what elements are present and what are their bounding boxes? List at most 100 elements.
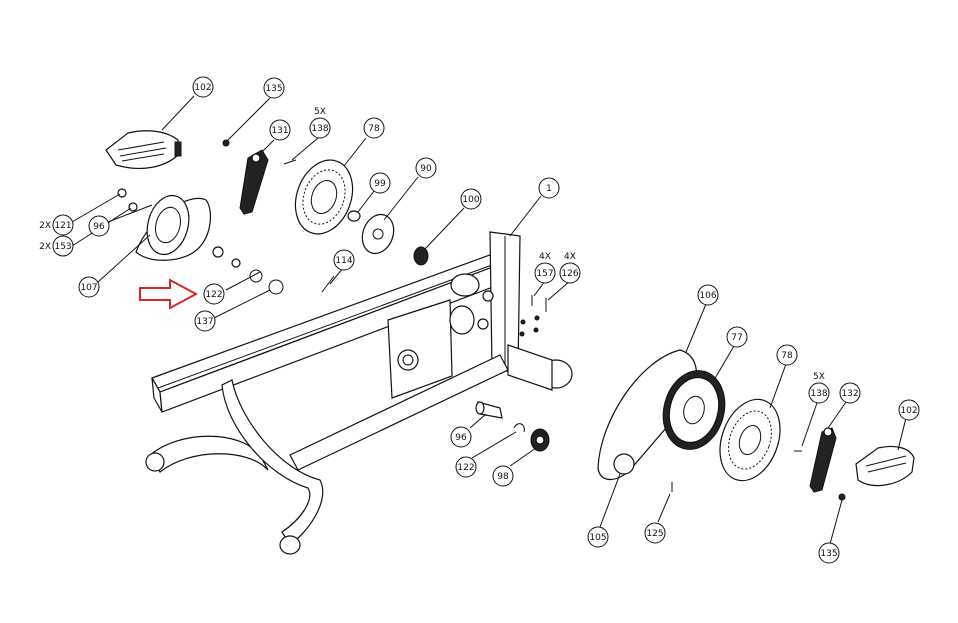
callout-114: 114 <box>333 249 355 271</box>
callout-circle <box>192 76 214 98</box>
callout-label: 157 <box>536 269 553 279</box>
callout-circle <box>78 276 100 298</box>
callout-quantity: 2X <box>39 221 51 231</box>
callout-131: 131 <box>269 119 291 141</box>
callout-circle <box>52 214 74 236</box>
callout-circle <box>818 542 840 564</box>
callout-circle <box>369 172 391 194</box>
callout-102-right: 102 <box>898 399 920 421</box>
screw-138-left <box>283 159 297 165</box>
callout-circle <box>52 235 74 257</box>
callout-label: 132 <box>841 389 858 399</box>
callout-label: 102 <box>194 83 211 93</box>
callout-125: 125 <box>644 522 666 544</box>
callout-1: 1 <box>538 177 560 199</box>
callout-circle <box>808 382 830 404</box>
right-pedal <box>855 445 915 487</box>
callout-circle <box>363 117 385 139</box>
callout-label: 125 <box>646 529 663 539</box>
callout-138-right: 138 5X <box>808 372 830 404</box>
callout-label: 77 <box>731 333 742 343</box>
left-crank-arm <box>222 139 269 215</box>
callout-circle <box>898 399 920 421</box>
left-pedal <box>105 130 182 170</box>
callout-label: 99 <box>374 179 386 189</box>
callout-label: 122 <box>457 463 474 473</box>
callout-78-left: 78 <box>363 117 385 139</box>
callout-label: 78 <box>781 351 793 361</box>
callout-label: 106 <box>699 291 716 301</box>
callout-circle <box>538 177 560 199</box>
callout-label: 131 <box>271 126 288 136</box>
callout-circle <box>88 215 110 237</box>
callout-label: 96 <box>93 222 105 232</box>
highlight-arrow <box>139 278 199 310</box>
callout-circle <box>194 310 216 332</box>
callout-78-right: 78 <box>776 344 798 366</box>
callout-circle <box>697 284 719 306</box>
callout-label: 137 <box>196 317 213 327</box>
callout-100: 100 <box>460 188 482 210</box>
callout-label: 96 <box>455 433 467 443</box>
callout-label: 153 <box>54 242 71 252</box>
callout-quantity: 5X <box>314 107 326 117</box>
left-flywheel-disc <box>294 159 354 235</box>
callout-label: 114 <box>335 256 352 266</box>
leader-lines <box>71 95 907 545</box>
callout-135-right: 135 <box>818 542 840 564</box>
hub-plate <box>361 213 395 255</box>
callout-106: 106 <box>697 284 719 306</box>
callout-circle <box>492 465 514 487</box>
callout-circle <box>776 344 798 366</box>
callout-99: 99 <box>369 172 391 194</box>
callout-circle <box>269 119 291 141</box>
callout-122-left: 122 <box>203 283 225 305</box>
callout-96-center: 96 <box>450 426 472 448</box>
callout-label: 107 <box>80 283 97 293</box>
callout-quantity: 4X <box>564 252 576 262</box>
callout-label: 105 <box>589 533 606 543</box>
right-pulley-belt <box>597 349 726 481</box>
callout-circle <box>726 326 748 348</box>
callout-quantity: 4X <box>539 252 551 262</box>
bearing-100 <box>413 246 429 266</box>
callout-circle <box>203 283 225 305</box>
callout-circle <box>333 249 355 271</box>
callout-circle <box>450 426 472 448</box>
callout-102-left: 102 <box>192 76 214 98</box>
callout-157: 157 4X <box>534 252 556 284</box>
callout-122-center: 122 <box>455 456 477 478</box>
right-crank-arm <box>809 427 846 501</box>
callout-137: 137 <box>194 310 216 332</box>
callout-circle <box>415 157 437 179</box>
callout-circle <box>587 526 609 548</box>
callout-circle <box>839 382 861 404</box>
callout-quantity: 5X <box>813 372 825 382</box>
callout-77: 77 <box>726 326 748 348</box>
callout-132: 132 <box>839 382 861 404</box>
callout-label: 135 <box>265 84 282 94</box>
callout-circle <box>559 262 581 284</box>
callout-107: 107 <box>78 276 100 298</box>
callout-label: 138 <box>810 389 827 399</box>
callout-90: 90 <box>415 157 437 179</box>
callout-circle <box>263 77 285 99</box>
callout-label: 102 <box>900 406 917 416</box>
callout-label: 78 <box>368 124 380 134</box>
callout-label: 122 <box>205 290 222 300</box>
callout-label: 1 <box>546 184 552 194</box>
callout-96-left: 96 <box>88 215 110 237</box>
pin-114 <box>321 275 335 293</box>
callout-98: 98 <box>492 465 514 487</box>
callout-circle <box>455 456 477 478</box>
callout-label: 90 <box>420 164 432 174</box>
callout-135-left: 135 <box>263 77 285 99</box>
callout-circle <box>644 522 666 544</box>
left-pulley-belt <box>117 188 284 295</box>
callout-label: 138 <box>311 124 328 134</box>
